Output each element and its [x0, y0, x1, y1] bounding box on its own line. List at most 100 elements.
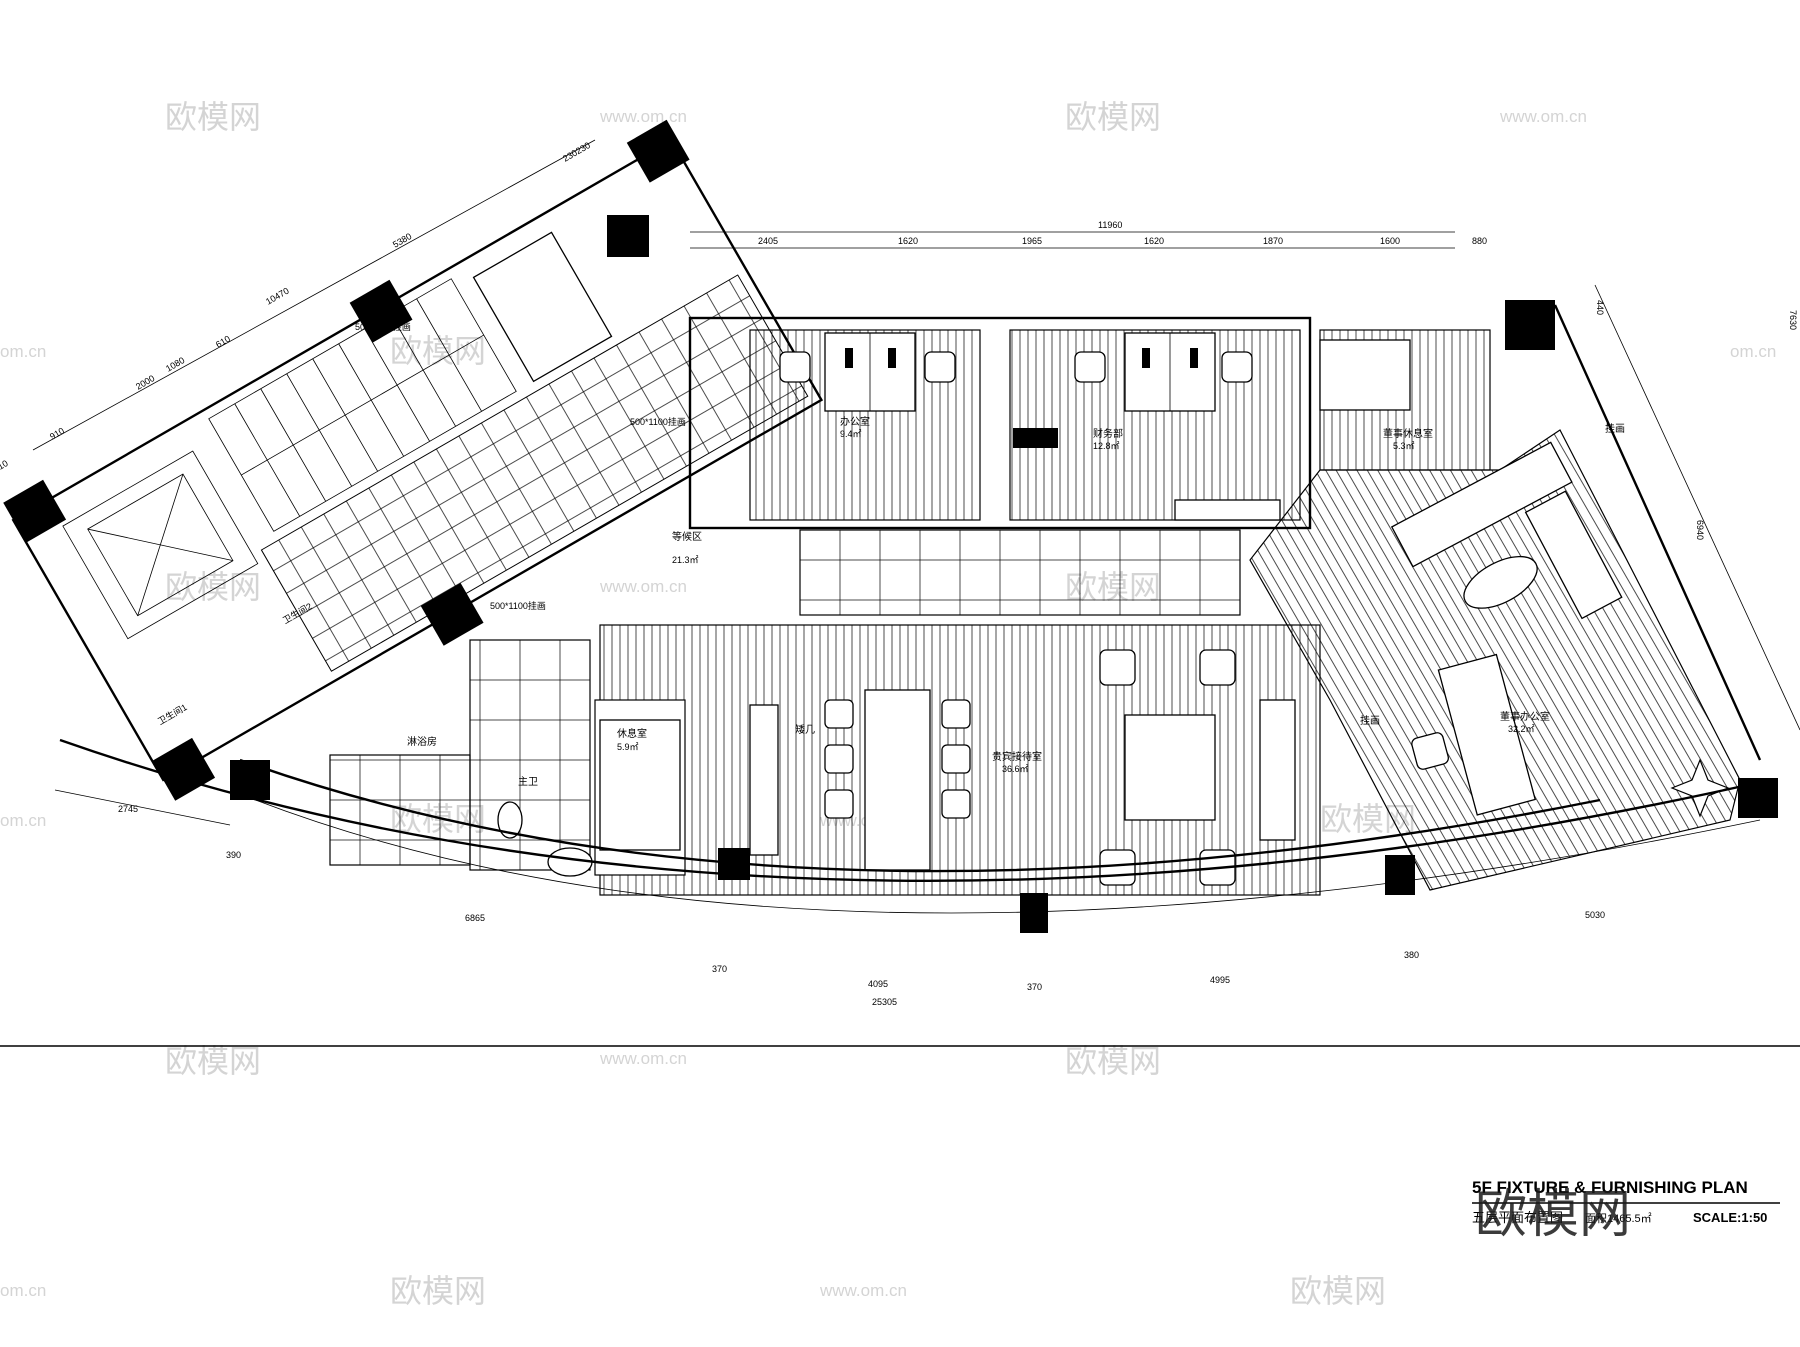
- label-painting: 500*1100挂画: [490, 600, 546, 611]
- watermark-url: om.cn: [0, 1281, 46, 1300]
- dim-left-top: 5380: [391, 231, 413, 250]
- column: [626, 119, 690, 183]
- dim-left-b: 1080: [164, 355, 186, 374]
- dim-top-seg: 1965: [1022, 236, 1042, 246]
- finance-cabinet: [1174, 499, 1281, 521]
- side-table: [749, 704, 779, 856]
- corridor-tiles: [799, 529, 1241, 616]
- core-outline: [11, 138, 824, 782]
- dining-table-set: [824, 689, 971, 871]
- dim-right-inner: 6940: [1695, 520, 1705, 540]
- rest-bed: [1319, 339, 1411, 411]
- bottom-dimension-line: [54, 789, 231, 826]
- compass-star: [1670, 758, 1730, 818]
- dim-col-370b: 370: [1027, 982, 1042, 992]
- watermark-brand: 欧模网: [1290, 1273, 1386, 1309]
- room-vip-name: 贵宾接待室: [992, 750, 1042, 763]
- dim-top-seg: 1870: [1263, 236, 1283, 246]
- watermark-url: om.cn: [0, 811, 46, 830]
- column: [607, 215, 649, 257]
- watermark-url: www.om.cn: [819, 1281, 907, 1300]
- dim-arc-b: 5030: [1585, 910, 1605, 920]
- dim-left-a: 610: [214, 334, 232, 350]
- watermark-url: om.cn: [0, 342, 46, 361]
- dim-right-top: 440: [1595, 300, 1605, 315]
- plan-area-note: 面积1465.5㎡: [1585, 1212, 1652, 1225]
- rest-bed: [599, 719, 681, 851]
- waiting-sofa: [472, 231, 613, 383]
- column: [718, 848, 750, 880]
- master-bath-tiles: [469, 639, 591, 871]
- watermark-brand: 欧模网: [165, 1043, 261, 1079]
- label-painting: 500*1100挂画: [630, 416, 686, 427]
- plan-title-en: 5F FIXTURE & FURNISHING PLAN: [1472, 1178, 1748, 1197]
- chairman-desk: [1411, 653, 1537, 816]
- room-office-name: 办公室: [840, 415, 870, 428]
- room-finance-name: 财务部: [1093, 427, 1123, 440]
- room-vip-area: 36.6㎡: [1002, 764, 1029, 774]
- dim-bottom-col: 390: [226, 850, 241, 860]
- dim-arc-a: 6865: [465, 913, 485, 923]
- chairman-sofa-set: [1390, 441, 1623, 620]
- plan-title-cn: 五层平面布置图: [1472, 1210, 1563, 1225]
- watermark-brand: 欧模网: [165, 569, 261, 605]
- dim-right-total: 7630: [1788, 310, 1798, 330]
- watermark-brand: 欧模网: [390, 333, 486, 369]
- dim-left-d: 910: [48, 426, 66, 442]
- column: [1020, 893, 1048, 933]
- dim-top-seg: 1600: [1380, 236, 1400, 246]
- left-core-block: [3, 119, 824, 801]
- room-chairman-office-area: 32.2㎡: [1508, 724, 1535, 734]
- finance-desks: [1074, 332, 1253, 412]
- room-shower-name: 淋浴房: [407, 735, 437, 748]
- dim-arc-c: 4095: [868, 979, 888, 989]
- column: [230, 760, 270, 800]
- shower-tiles: [329, 754, 471, 866]
- right-wall: [1553, 304, 1762, 761]
- watermark-brand: 欧模网: [1065, 1043, 1161, 1079]
- room-wc1-name: 卫生间1: [156, 701, 189, 727]
- column: [1385, 855, 1415, 895]
- room-master-bath-name: 主卫: [518, 776, 538, 788]
- room-chairman-rest-name: 董事休息室: [1383, 427, 1433, 440]
- toilet-icon: [497, 801, 523, 839]
- room-rest-area: 5.9㎡: [617, 742, 639, 752]
- column: [1505, 300, 1555, 350]
- watermark-brand: 欧模网: [390, 1273, 486, 1309]
- room-finance-area: 12.8㎡: [1093, 441, 1120, 451]
- plan-scale: SCALE:1:50: [1693, 1210, 1767, 1225]
- arc-dimension-line: [229, 789, 1761, 914]
- dim-left-total: 10470: [264, 286, 291, 307]
- room-chairman-office-name: 董事办公室: [1500, 710, 1550, 723]
- dim-col-380: 380: [1404, 950, 1419, 960]
- watermark-url: www.om.cn: [1499, 107, 1587, 126]
- watermark-brand: 欧模网: [165, 99, 261, 135]
- room-waiting-name: 等候区: [672, 530, 702, 543]
- stair-treads: [234, 298, 484, 517]
- column: [152, 737, 216, 801]
- dim-top-seg: 1620: [898, 236, 918, 246]
- curved-facade-inner: [239, 758, 1601, 873]
- dimension-labels: 11960 2405 1620 1965 1620 1870 1600 880 …: [0, 140, 1798, 1007]
- watermark-brand: 欧模网: [1065, 99, 1161, 135]
- room-rest-name: 休息室: [617, 727, 647, 740]
- dim-top-total: 11960: [1098, 220, 1122, 230]
- watermark-url: www.om.cn: [599, 107, 687, 126]
- columns: [230, 215, 1778, 933]
- dim-col-370: 370: [712, 964, 727, 974]
- label-painting: 挂画: [1360, 714, 1380, 727]
- title-block: 5F FIXTURE & FURNISHING PLAN 五层平面布置图 面积1…: [1472, 1178, 1780, 1245]
- column: [420, 582, 484, 646]
- dim-top-seg: 1620: [1144, 236, 1164, 246]
- dim-left-e: 10: [0, 458, 10, 472]
- column: [3, 479, 67, 543]
- reception-sofa-set: [1099, 649, 1296, 886]
- basin-icon: [547, 847, 593, 877]
- lift-shaft: [62, 450, 259, 640]
- right-dimension-line: [1594, 284, 1800, 731]
- watermark-url: www.om.cn: [599, 577, 687, 596]
- watermark-url: www.om.cn: [599, 1049, 687, 1068]
- dim-top-seg: 880: [1472, 236, 1487, 246]
- column: [349, 279, 413, 343]
- dim-left-c: 2000: [134, 373, 156, 392]
